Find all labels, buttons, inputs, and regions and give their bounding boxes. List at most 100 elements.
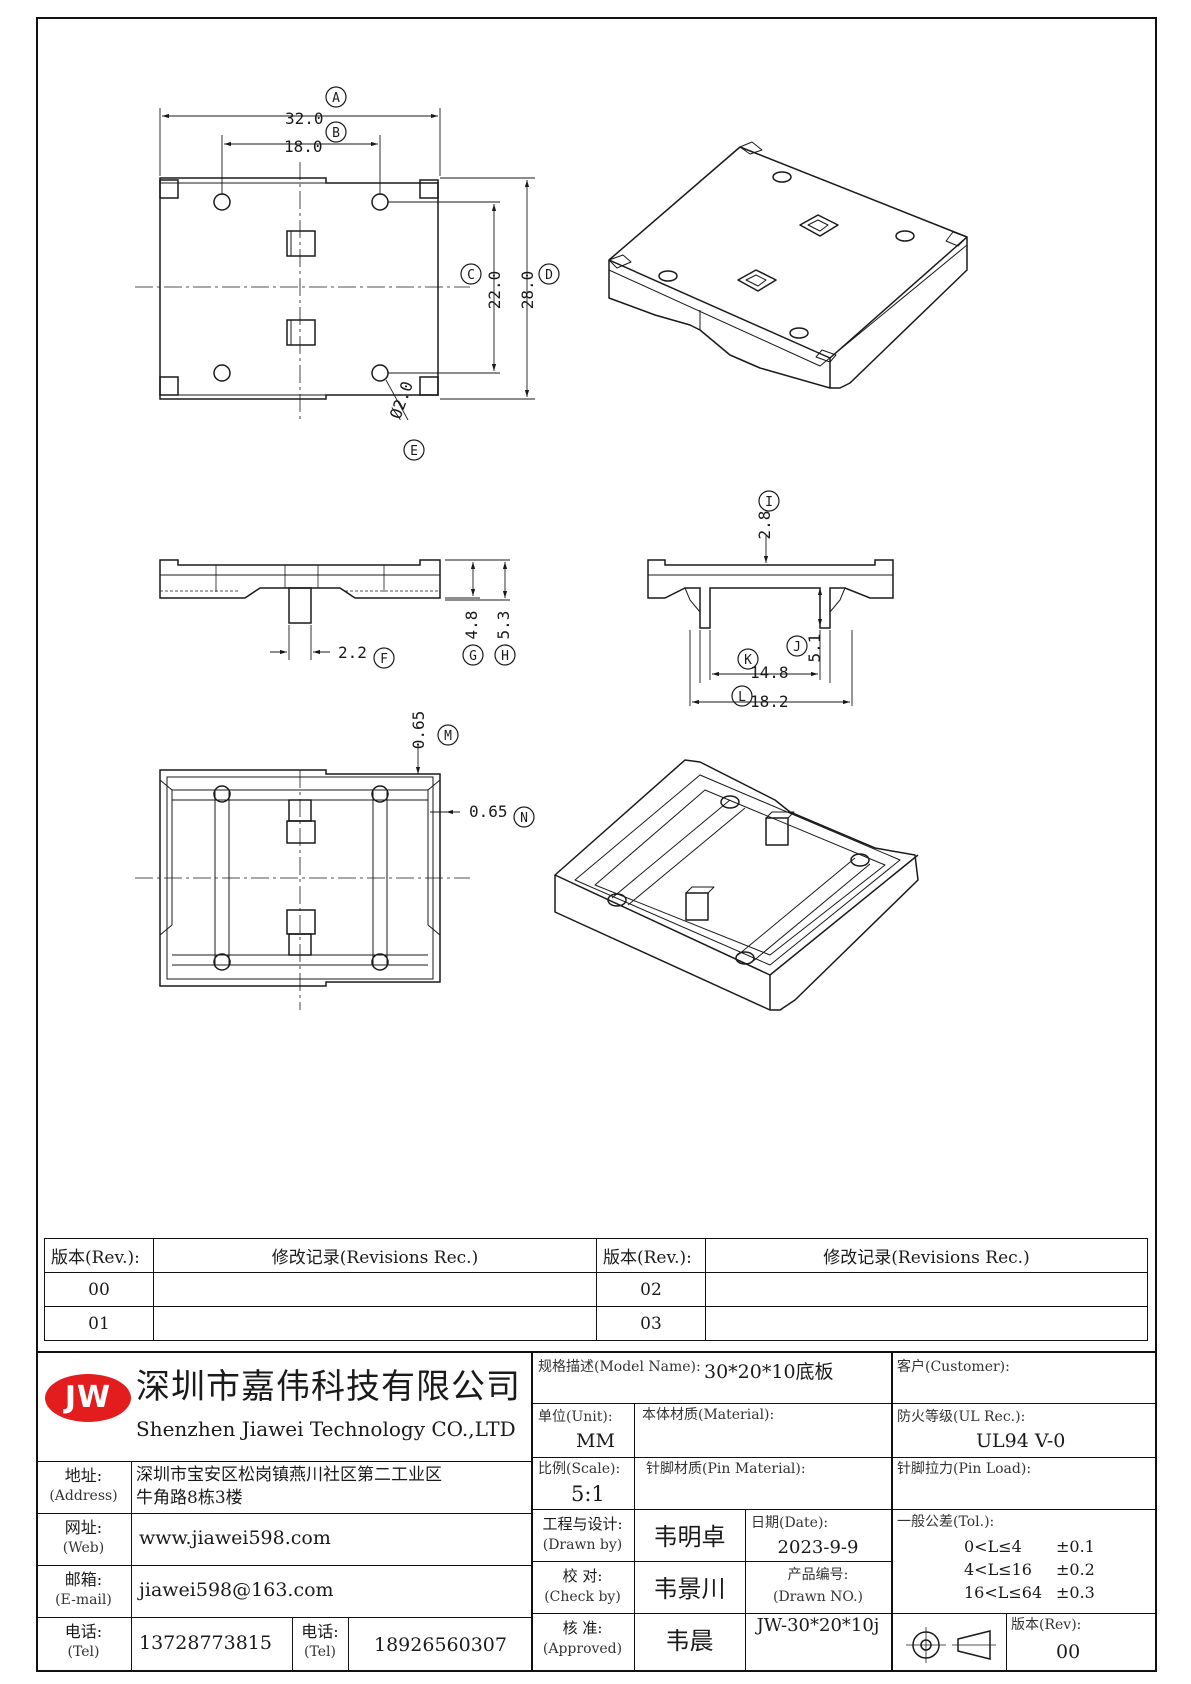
- drawn-value: 韦明卓: [653, 1523, 726, 1551]
- dim-N-value: 0.65: [469, 802, 508, 821]
- title-block: JW 深圳市嘉伟科技有限公司 Shenzhen Jiawei Technolog…: [36, 1351, 1157, 1672]
- date-label: 日期(Date):: [751, 1515, 829, 1531]
- balloon-E: E: [410, 444, 418, 459]
- rev-cell: 02: [596, 1272, 706, 1307]
- dim-A-value: 32.0: [285, 109, 324, 128]
- tol-value-2: ±0.3: [1056, 1583, 1095, 1602]
- logo-text: JW: [64, 1380, 112, 1415]
- ul-label: 防火等级(UL Rec.):: [897, 1409, 1026, 1425]
- address-line2: 牛角路8栋3楼: [136, 1488, 243, 1508]
- model-value: 30*20*10底板: [704, 1361, 834, 1383]
- approved-label: 核 准:: [562, 1619, 603, 1637]
- tol-value-0: ±0.1: [1056, 1537, 1095, 1556]
- table-row: 01 03: [44, 1306, 1148, 1341]
- top-view-dimensions: [159, 108, 535, 421]
- tel-label-en: (Tel): [67, 1644, 100, 1660]
- balloon-C: C: [467, 268, 475, 283]
- company-name-cn: 深圳市嘉伟科技有限公司: [136, 1367, 521, 1407]
- iso-bottom-view: [554, 759, 919, 1011]
- rev-header-right: 版本(Rev.):: [596, 1238, 706, 1273]
- dim-L-value: 18.2: [750, 692, 789, 711]
- drawing-no-value: JW-30*20*10j: [756, 1615, 880, 1636]
- dim-F-value: 2.2: [338, 643, 367, 662]
- tel1-value: 13728773815: [139, 1632, 272, 1654]
- side-view-dim-text: 2.8 5.1 14.8 18.2: [750, 511, 824, 711]
- approved-label-en: (Approved): [542, 1641, 623, 1657]
- balloon-B: B: [332, 126, 340, 141]
- projection-symbol-icon: [906, 1627, 996, 1663]
- web-link[interactable]: www.jiawei598.com: [139, 1527, 331, 1549]
- tol-value-1: ±0.2: [1056, 1560, 1095, 1579]
- tol-label: 一般公差(Tol.):: [897, 1514, 995, 1530]
- web-label-en: (Web): [62, 1540, 105, 1556]
- dim-J-value: 5.1: [805, 634, 824, 663]
- tel-label: 电话:: [64, 1622, 103, 1641]
- ul-value: UL94 V-0: [976, 1430, 1066, 1452]
- tol-range-0: 0<L≤4: [964, 1537, 1022, 1556]
- address-label: 地址:: [64, 1466, 103, 1485]
- bottom-view-dimensions: [415, 745, 460, 815]
- balloon-K: K: [744, 653, 752, 668]
- date-value: 2023-9-9: [777, 1537, 859, 1558]
- balloon-I: I: [765, 495, 773, 510]
- balloon-letters: A B C D E F G H I J K L M N: [332, 91, 801, 826]
- rec-header-right: 修改记录(Revisions Rec.): [705, 1238, 1148, 1273]
- balloon-J: J: [793, 640, 801, 655]
- drawn-label: 工程与设计:: [542, 1515, 623, 1533]
- balloon-N: N: [520, 811, 528, 826]
- dim-B-value: 18.0: [284, 137, 323, 156]
- rev-cell: 00: [44, 1272, 154, 1307]
- rec-header-left: 修改记录(Revisions Rec.): [153, 1238, 597, 1273]
- web-label: 网址:: [64, 1518, 103, 1537]
- dim-I-value: 2.8: [755, 511, 774, 540]
- tol-range-2: 16<L≤64: [964, 1583, 1043, 1602]
- company-name-en: Shenzhen Jiawei Technology CO.,LTD: [136, 1417, 516, 1441]
- approved-value: 韦晨: [665, 1627, 714, 1655]
- version-label: 版本(Rev):: [1011, 1617, 1082, 1633]
- company-logo: JW: [44, 1373, 132, 1423]
- top-view-dim-text: 32.0 18.0 22.0 28.0 Ø2.0: [284, 109, 537, 421]
- scale-value: 5:1: [571, 1482, 605, 1506]
- balloon-F: F: [380, 652, 388, 667]
- balloon-H: H: [501, 649, 509, 664]
- pin-load-label: 针脚拉力(Pin Load):: [897, 1461, 1032, 1477]
- pin-material-label: 针脚材质(Pin Material):: [646, 1461, 806, 1477]
- front-view: [159, 559, 441, 624]
- rec-cell: [153, 1272, 597, 1307]
- dim-E-value: Ø2.0: [386, 379, 417, 422]
- rec-cell: [153, 1306, 597, 1341]
- scale-label: 比例(Scale):: [538, 1461, 621, 1477]
- drawing-no-label-en: (Drawn NO.): [773, 1589, 863, 1605]
- front-view-dim-text: 2.2 4.8 5.3: [338, 611, 513, 662]
- balloons: [325, 86, 808, 828]
- tel2-label-en: (Tel): [304, 1644, 336, 1660]
- address-line1: 深圳市宝安区松岗镇燕川社区第二工业区: [136, 1465, 442, 1485]
- iso-top-view: [608, 141, 968, 389]
- revision-header-row: 版本(Rev.): 修改记录(Revisions Rec.) 版本(Rev.):…: [44, 1238, 1148, 1273]
- top-view-centerlines: [135, 162, 470, 420]
- email-link[interactable]: jiawei598@163.com: [139, 1579, 334, 1601]
- address-label-en: (Address): [49, 1488, 118, 1504]
- email-label: 邮箱:: [64, 1570, 103, 1589]
- material-label: 本体材质(Material):: [642, 1407, 775, 1423]
- technical-drawing: 32.0 18.0 22.0 28.0 Ø2.0: [135, 86, 968, 1011]
- side-view: [647, 559, 894, 629]
- rev-cell: 03: [596, 1306, 706, 1341]
- side-view-dimensions: [689, 535, 853, 706]
- check-label: 校 对:: [562, 1567, 603, 1585]
- customer-label: 客户(Customer):: [897, 1359, 1010, 1375]
- dim-D-value: 28.0: [518, 271, 537, 310]
- bottom-view-dim-text: 0.65 0.65: [409, 711, 508, 821]
- dim-H-value: 5.3: [494, 611, 513, 640]
- check-label-en: (Check by): [544, 1589, 621, 1605]
- dim-M-value: 0.65: [409, 711, 428, 750]
- balloon-G: G: [469, 649, 477, 664]
- revision-table: 版本(Rev.): 修改记录(Revisions Rec.) 版本(Rev.):…: [44, 1238, 1148, 1341]
- rec-cell: [705, 1272, 1148, 1307]
- dim-G-value: 4.8: [462, 611, 481, 640]
- rev-header-left: 版本(Rev.):: [44, 1238, 154, 1273]
- table-row: 00 02: [44, 1272, 1148, 1307]
- drawing-no-label: 产品编号:: [787, 1567, 849, 1583]
- balloon-D: D: [545, 268, 553, 283]
- check-value: 韦景川: [653, 1575, 726, 1603]
